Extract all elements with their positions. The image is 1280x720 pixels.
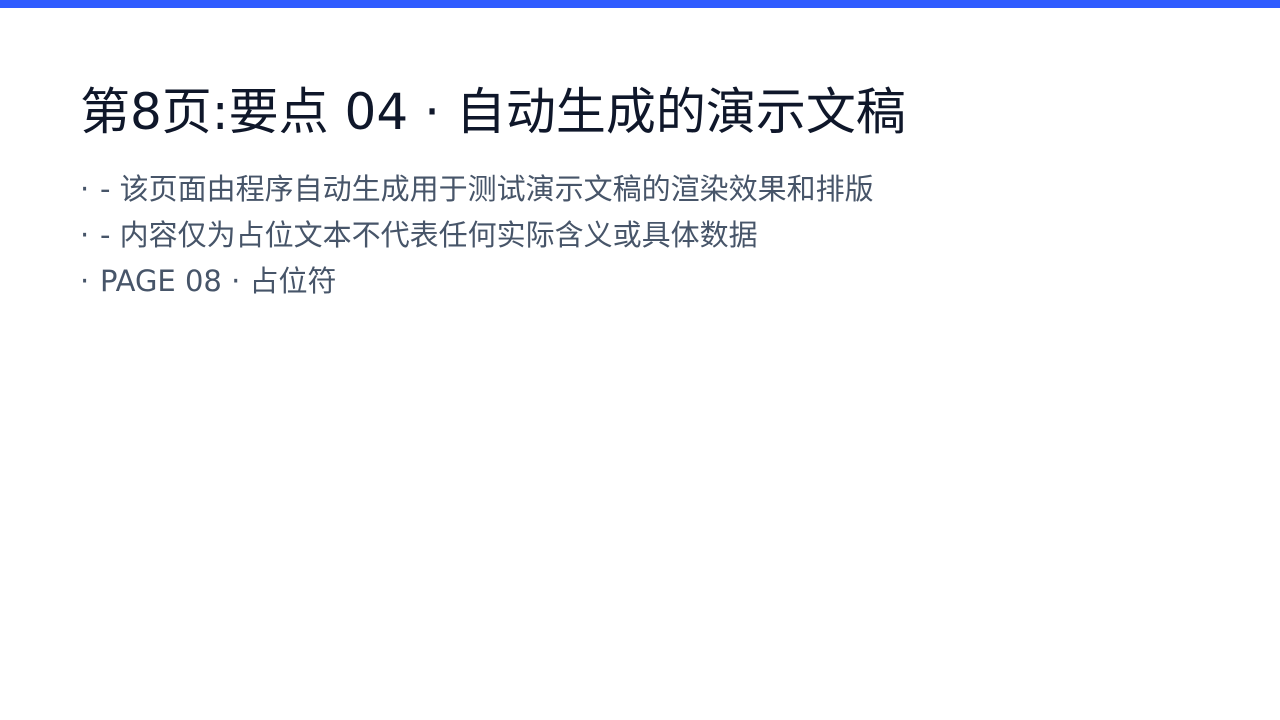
slide-title: 第8页:要点 04 · 自动生成的演示文稿 [80,83,906,141]
bullet-list: · - 该页面由程序自动生成用于测试演示文稿的渲染效果和排版 · - 内容仅为占位文… [80,166,874,304]
bullet-marker: · [80,218,90,252]
bullet-marker: · [80,264,90,298]
bullet-item: · - 内容仅为占位文本不代表任何实际含义或具体数据 [80,212,874,258]
bullet-marker: · [80,172,90,206]
bullet-text: PAGE 08 · 占位符 [100,264,337,298]
top-accent-bar [0,0,1280,8]
bullet-text: - 内容仅为占位文本不代表任何实际含义或具体数据 [100,218,758,252]
bullet-text: - 该页面由程序自动生成用于测试演示文稿的渲染效果和排版 [100,172,874,206]
bullet-item: · - 该页面由程序自动生成用于测试演示文稿的渲染效果和排版 [80,166,874,212]
bullet-item: · PAGE 08 · 占位符 [80,258,874,304]
